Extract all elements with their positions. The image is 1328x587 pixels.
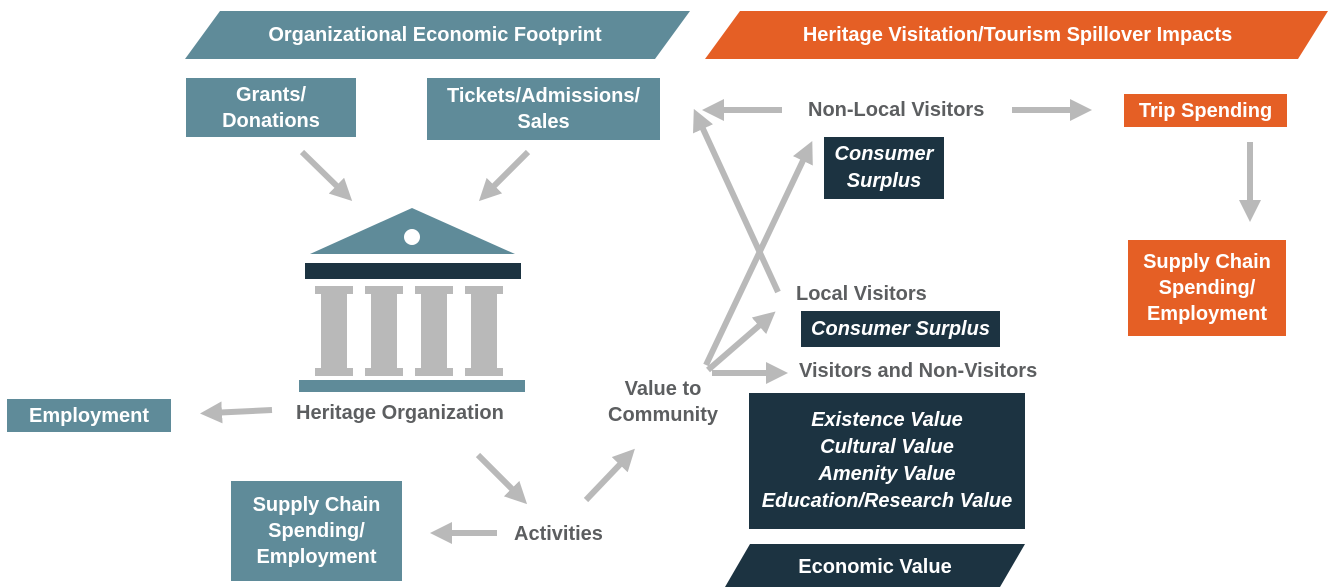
bottom-header: Economic Value — [798, 555, 952, 578]
arrow-tickets-to-org — [478, 149, 531, 202]
grants-donations-box: Grants/ Donations — [186, 78, 356, 137]
value-to-community-label: Value to Community — [608, 378, 718, 426]
non-use-values-box: Existence Value Cultural Value Amenity V… — [749, 393, 1025, 529]
right-header: Heritage Visitation/Tourism Spillover Im… — [802, 23, 1233, 46]
left-header: Organizational Economic Footprint — [268, 23, 602, 46]
arrow-org-to-activities — [475, 452, 528, 505]
non-local-visitors-label: Non-Local Visitors — [808, 99, 985, 121]
arrow-activities-to-value — [583, 448, 635, 503]
trip-spending-box: Trip Spending — [1124, 94, 1287, 127]
visitors-and-non-visitors-label: Visitors and Non-Visitors — [799, 360, 1038, 382]
employment-box: Employment — [7, 399, 171, 432]
left-header-shape — [185, 11, 690, 59]
local-consumer-surplus-box: Consumer Surplus — [801, 311, 1000, 347]
heritage-building-icon — [299, 208, 525, 392]
arrow-value-to-local — [706, 311, 776, 373]
supply-chain-left-box: Supply Chain Spending/ Employment — [231, 481, 402, 581]
activities-label: Activities — [514, 523, 603, 545]
heritage-organization-label: Heritage Organization — [296, 402, 504, 424]
arrow-local-to-org — [693, 108, 781, 294]
right-header-shape — [705, 11, 1328, 59]
supply-chain-right-box: Supply Chain Spending/ Employment — [1128, 240, 1286, 336]
arrow-value-to-nonlocal — [703, 140, 813, 367]
tickets-admissions-box: Tickets/Admissions/ Sales — [427, 78, 660, 140]
non-local-consumer-surplus-box: Consumer Surplus — [824, 137, 944, 199]
arrow-grants-to-org — [299, 149, 353, 201]
bottom-header-shape — [725, 544, 1025, 587]
arrow-org-to-employment — [200, 401, 273, 424]
local-visitors-label: Local Visitors — [796, 283, 927, 305]
